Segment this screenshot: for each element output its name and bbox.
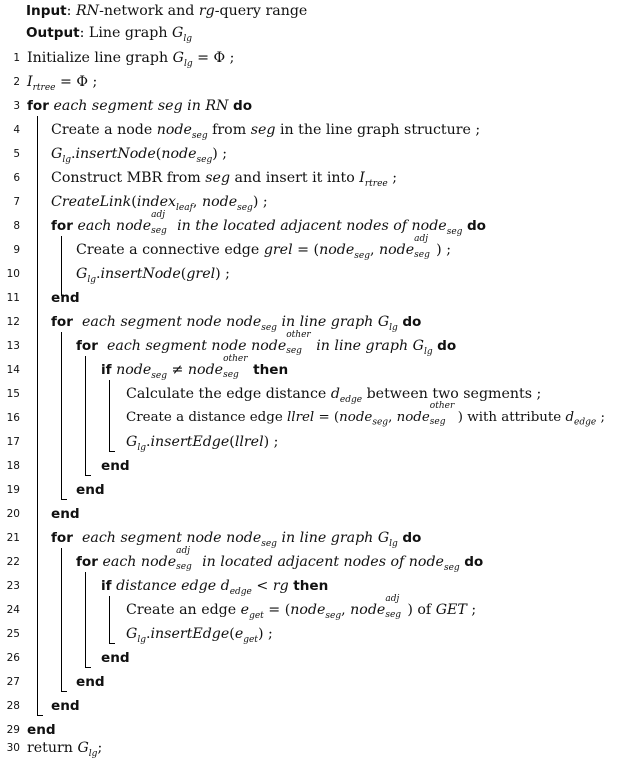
block-bar-for-13 (85, 356, 86, 476)
line-number: 24 (6, 604, 20, 616)
block-tick-for-22 (85, 667, 91, 668)
algo-line-15: 15 Calculate the edge distance dedge bet… (0, 382, 642, 406)
block-tick-if-14 (109, 451, 115, 452)
block-tick-for-13 (85, 475, 91, 476)
block-tick-for-8 (61, 295, 67, 296)
block-bar-for-3 (37, 116, 38, 716)
line-number: 1 (13, 52, 20, 64)
block-bar-for-8 (61, 236, 62, 296)
algo-line-26: 26 end (0, 646, 642, 670)
algo-line-1: 1 Initialize line graph Glg = Φ ; (0, 46, 642, 70)
algo-line-17: 17 Glg.insertEdge(llrel) ; (0, 430, 642, 454)
line-number: 4 (13, 124, 20, 136)
algo-line-18: 18 end (0, 454, 642, 478)
line-number: 10 (6, 268, 20, 280)
algo-line-16: 16 Create a distance edge llrel = (nodes… (0, 401, 642, 430)
algo-line-20: 20 end (0, 502, 642, 526)
algo-line-4: 4 Create a node nodeseg from seg in the … (0, 118, 642, 142)
line-number: 17 (6, 436, 20, 448)
algo-line-25: 25 Glg.insertEdge(eget) ; (0, 622, 642, 646)
line-number: 14 (6, 364, 20, 376)
line-number: 28 (6, 700, 20, 712)
block-tick-if-23 (109, 643, 115, 644)
block-tick-for-3 (37, 715, 43, 716)
line-number: 6 (13, 172, 20, 184)
line-number: 11 (6, 292, 20, 304)
algo-line-28: 28 end (0, 694, 642, 718)
line-number: 25 (6, 628, 20, 640)
algo-line-27: 27 end (0, 670, 642, 694)
line-number: 23 (6, 580, 20, 592)
block-bar-if-14 (109, 380, 110, 452)
input-label: Input (26, 3, 67, 19)
output-label: Output (26, 25, 80, 41)
line-number: 5 (13, 148, 20, 160)
line-number: 3 (13, 100, 20, 112)
line-number: 27 (6, 676, 20, 688)
algo-line-11: 11 end (0, 286, 642, 310)
algo-line-30: 30 return Glg; (0, 736, 642, 760)
line-number: 15 (6, 388, 20, 400)
line-number: 12 (6, 316, 20, 328)
output-line: Output: Line graph Glg (26, 25, 192, 44)
algo-line-19: 19 end (0, 478, 642, 502)
algo-line-3: 3 for each segment seg in RN do (0, 94, 642, 118)
line-number: 21 (6, 532, 20, 544)
line-number: 22 (6, 556, 20, 568)
line-number: 18 (6, 460, 20, 472)
line-number: 7 (13, 196, 20, 208)
line-number: 29 (6, 724, 20, 736)
line-number: 26 (6, 652, 20, 664)
algo-line-9: 9 Create a connective edge grel = (nodes… (0, 234, 642, 262)
line-number: 20 (6, 508, 20, 520)
line-number: 2 (13, 76, 20, 88)
block-bar-for-21 (61, 548, 62, 692)
block-tick-for-21 (61, 691, 67, 692)
algo-line-10: 10 Glg.insertNode(grel) ; (0, 262, 642, 286)
input-line: Input: RN-network and rg-query range (26, 3, 308, 19)
algo-line-5: 5 Glg.insertNode(nodeseg) ; (0, 142, 642, 166)
line-number: 13 (6, 340, 20, 352)
line-number: 30 (6, 742, 20, 754)
line-number: 8 (13, 220, 20, 232)
algo-line-29: 29 end (0, 718, 642, 742)
block-bar-if-23 (109, 596, 110, 644)
algo-line-23: 23 if distance edge dedge < rg then (0, 574, 642, 598)
algo-line-21: 21 for each segment node nodeseg in line… (0, 526, 642, 550)
line-number: 9 (13, 244, 20, 256)
line-number: 19 (6, 484, 20, 496)
block-bar-for-12 (61, 332, 62, 500)
algo-line-12: 12 for each segment node nodeseg in line… (0, 310, 642, 334)
block-tick-for-12 (61, 499, 67, 500)
block-bar-for-22 (85, 572, 86, 668)
algo-line-6: 6 Construct MBR from seg and insert it i… (0, 166, 642, 190)
algo-line-7: 7 CreateLink(indexleaf, nodeseg) ; (0, 190, 642, 214)
line-number: 16 (6, 412, 20, 424)
algo-line-2: 2 Irtree = Φ ; (0, 70, 642, 94)
